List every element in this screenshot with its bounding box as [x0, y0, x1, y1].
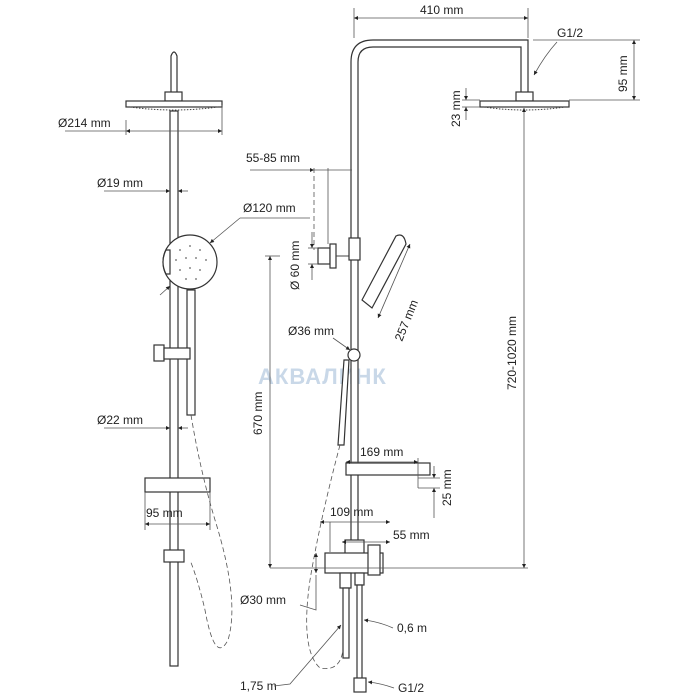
side-rain-head	[479, 100, 570, 108]
dim-wall-offset: 55-85 mm	[246, 151, 300, 165]
dim-mixer-diameter: Ø30 mm	[240, 593, 286, 607]
spout	[345, 462, 431, 476]
dim-spout-length: 169 mm	[360, 445, 403, 459]
soap-dish	[144, 477, 211, 493]
watermark: АКВАЛИНК	[258, 364, 387, 389]
dim-knob-diameter: Ø36 mm	[288, 324, 334, 338]
lower-holder	[163, 549, 185, 563]
dim-mixer-offset: 55 mm	[393, 528, 430, 542]
front-view: Ø214 mm Ø19 mm Ø120 mm Ø22 mm 95 mm	[58, 51, 310, 667]
dim-head-drop: 95 mm	[616, 55, 630, 92]
rain-head	[125, 100, 223, 108]
dim-lower-pipe-diameter: Ø22 mm	[97, 413, 143, 427]
dim-bottom-connection: G1/2	[398, 681, 424, 695]
wall-bracket	[317, 247, 331, 265]
dim-arm-length: 410 mm	[420, 3, 463, 17]
dim-hand-shower-length: 257 mm	[392, 298, 421, 343]
hand-shower-head	[162, 234, 218, 290]
hose	[189, 414, 233, 649]
diverter-knob	[347, 348, 361, 362]
main-pipe	[169, 110, 179, 667]
dim-spout-height: 25 mm	[440, 469, 454, 506]
dim-hand-shower-diameter: Ø120 mm	[243, 201, 296, 215]
dim-slide-height: 670 mm	[251, 392, 265, 435]
dim-rain-head-diameter: Ø214 mm	[58, 116, 111, 130]
head-connector	[164, 91, 183, 102]
dim-shower-hose-length: 1,75 m	[240, 679, 277, 693]
dim-pipe-diameter: Ø19 mm	[97, 176, 143, 190]
side-view: 410 mm G1/2 95 mm 23 mm 55-85 mm Ø 60 mm…	[240, 3, 640, 695]
dim-adjustable-height: 720-1020 mm	[505, 316, 519, 390]
dim-mixer-width: 109 mm	[330, 505, 373, 519]
dim-head-height: 23 mm	[449, 90, 463, 127]
dim-soap-dish-width: 95 mm	[146, 506, 183, 520]
top-pipe	[170, 51, 178, 96]
slider	[163, 347, 191, 360]
dim-top-connection: G1/2	[557, 26, 583, 40]
shower-hose-stub	[342, 587, 350, 659]
dim-bracket-diameter: Ø 60 mm	[288, 241, 302, 290]
side-hand-shower	[361, 234, 407, 309]
supply-hose	[356, 584, 363, 681]
dim-supply-hose-length: 0,6 m	[397, 621, 427, 635]
